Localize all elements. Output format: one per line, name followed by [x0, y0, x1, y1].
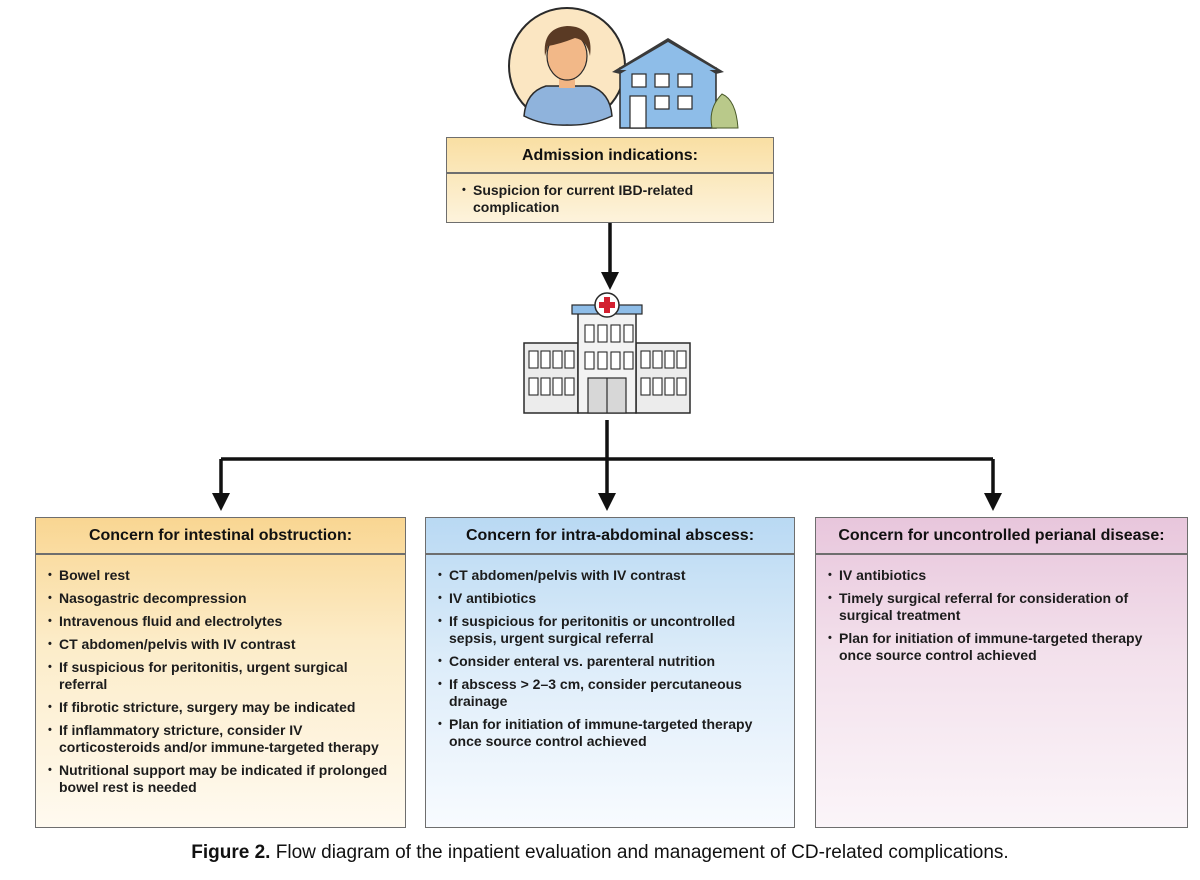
hospital-icon	[523, 292, 691, 414]
figure-caption: Figure 2. Flow diagram of the inpatient …	[0, 842, 1200, 864]
admission-list: Suspicion for current IBD-related compli…	[447, 182, 773, 216]
hospital-window	[540, 350, 551, 369]
list-item: If abscess > 2–3 cm, consider percutaneo…	[437, 676, 780, 710]
hospital-window	[652, 377, 663, 396]
list-item: CT abdomen/pelvis with IV contrast	[437, 567, 780, 584]
caption-text: Flow diagram of the inpatient evaluation…	[270, 842, 1009, 863]
hospital-window	[664, 350, 675, 369]
arrow-down-icon	[601, 272, 619, 290]
list-item: Intravenous fluid and electrolytes	[47, 613, 391, 630]
obstruction-list: Bowel rest Nasogastric decompression Int…	[36, 567, 405, 796]
hospital-window	[552, 350, 563, 369]
list-item: IV antibiotics	[437, 590, 780, 607]
list-item: Nasogastric decompression	[47, 590, 391, 607]
list-item: Plan for initiation of immune-targeted t…	[437, 716, 780, 750]
house-icon	[612, 38, 739, 129]
hospital-window	[528, 377, 539, 396]
divider	[447, 172, 773, 174]
hospital-window	[597, 324, 608, 343]
divider	[36, 553, 405, 555]
list-item: Suspicion for current IBD-related compli…	[461, 182, 763, 216]
hospital-window	[676, 377, 687, 396]
intestinal-obstruction-box: Concern for intestinal obstruction: Bowe…	[35, 517, 406, 828]
intra-abdominal-abscess-box: Concern for intra-abdominal abscess: CT …	[425, 517, 795, 828]
arrowheads	[212, 272, 1002, 511]
hospital-window	[610, 351, 621, 370]
patient-avatar-icon	[508, 7, 626, 126]
abscess-title: Concern for intra-abdominal abscess:	[465, 527, 755, 544]
divider	[816, 553, 1187, 555]
list-item: If suspicious for peritonitis or uncontr…	[437, 613, 780, 647]
arrow-down-icon	[984, 493, 1002, 511]
list-item: If suspicious for peritonitis, urgent su…	[47, 659, 391, 693]
hospital-window	[664, 377, 675, 396]
hospital-window	[652, 350, 663, 369]
admission-indications-box: Admission indications: Suspicion for cur…	[446, 137, 774, 223]
list-item: IV antibiotics	[827, 567, 1173, 584]
hospital-window	[623, 324, 634, 343]
list-item: If inflammatory stricture, consider IV c…	[47, 722, 391, 756]
hospital-window	[623, 351, 634, 370]
arrow-down-icon	[212, 493, 230, 511]
obstruction-title: Concern for intestinal obstruction:	[88, 527, 353, 544]
connector-lines	[219, 223, 995, 496]
hospital-window	[676, 350, 687, 369]
hospital-window	[564, 350, 575, 369]
list-item: If fibrotic stricture, surgery may be in…	[47, 699, 391, 716]
uncontrolled-perianal-disease-box: Concern for uncontrolled perianal diseas…	[815, 517, 1188, 828]
hospital-window	[640, 350, 651, 369]
admission-title: Admission indications:	[521, 147, 698, 164]
list-item: CT abdomen/pelvis with IV contrast	[47, 636, 391, 653]
perianal-title: Concern for uncontrolled perianal diseas…	[838, 527, 1165, 544]
hospital-window	[564, 377, 575, 396]
hospital-window	[528, 350, 539, 369]
perianal-list: IV antibiotics Timely surgical referral …	[816, 567, 1187, 664]
abscess-list: CT abdomen/pelvis with IV contrast IV an…	[426, 567, 794, 750]
list-item: Nutritional support may be indicated if …	[47, 762, 391, 796]
list-item: Consider enteral vs. parenteral nutritio…	[437, 653, 780, 670]
hospital-window	[640, 377, 651, 396]
list-item: Timely surgical referral for considerati…	[827, 590, 1173, 624]
hospital-window	[610, 324, 621, 343]
hospital-window	[540, 377, 551, 396]
hospital-window	[597, 351, 608, 370]
hospital-window	[584, 324, 595, 343]
divider	[426, 553, 794, 555]
hospital-window	[552, 377, 563, 396]
caption-label: Figure 2.	[191, 842, 271, 863]
arrow-down-icon	[598, 493, 616, 511]
list-item: Plan for initiation of immune-targeted t…	[827, 630, 1173, 664]
hospital-window	[584, 351, 595, 370]
list-item: Bowel rest	[47, 567, 391, 584]
